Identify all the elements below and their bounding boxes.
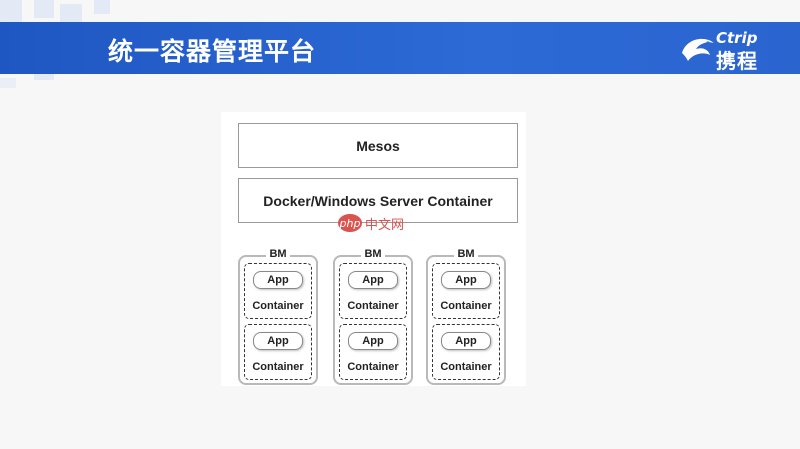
bm-label: BM <box>454 248 478 260</box>
mesos-layer: Mesos <box>238 123 518 168</box>
app-box: App <box>441 332 491 350</box>
bm-label: BM <box>266 248 290 260</box>
container-label: Container <box>440 300 492 312</box>
app-box: App <box>253 271 303 289</box>
container-label: Container <box>440 361 492 373</box>
app-box: App <box>348 271 398 289</box>
bm-host-3: BM App Container App Container <box>426 248 506 385</box>
logo-text-en: Ctrip <box>716 29 758 47</box>
watermark-badge: php <box>338 214 362 232</box>
container-box: App Container <box>244 324 312 380</box>
slide-header: 统一容器管理平台 Ctrip 携程 <box>0 22 800 74</box>
app-box: App <box>348 332 398 350</box>
bm-label: BM <box>361 248 385 260</box>
container-label: Container <box>252 361 304 373</box>
decorative-tiles <box>0 0 140 88</box>
container-box: App Container <box>432 263 500 319</box>
logo-text-cn: 携程 <box>716 49 758 73</box>
watermark-text: 中文网 <box>365 217 405 233</box>
container-box: App Container <box>244 263 312 319</box>
dolphin-icon <box>682 38 714 61</box>
watermark: php 中文网 <box>338 213 404 233</box>
app-box: App <box>253 332 303 350</box>
container-label: Container <box>347 300 399 312</box>
architecture-diagram: Mesos Docker/Windows Server Container BM… <box>221 112 526 386</box>
container-label: Container <box>347 361 399 373</box>
ctrip-logo: Ctrip 携程 <box>678 27 790 73</box>
docker-layer: Docker/Windows Server Container <box>238 178 518 223</box>
container-box: App Container <box>339 324 407 380</box>
container-box: App Container <box>339 263 407 319</box>
app-box: App <box>441 271 491 289</box>
slide-title: 统一容器管理平台 <box>108 37 317 66</box>
container-label: Container <box>252 300 304 312</box>
container-box: App Container <box>432 324 500 380</box>
bm-host-2: BM App Container App Container <box>333 248 413 385</box>
bm-host-1: BM App Container App Container <box>238 248 318 385</box>
